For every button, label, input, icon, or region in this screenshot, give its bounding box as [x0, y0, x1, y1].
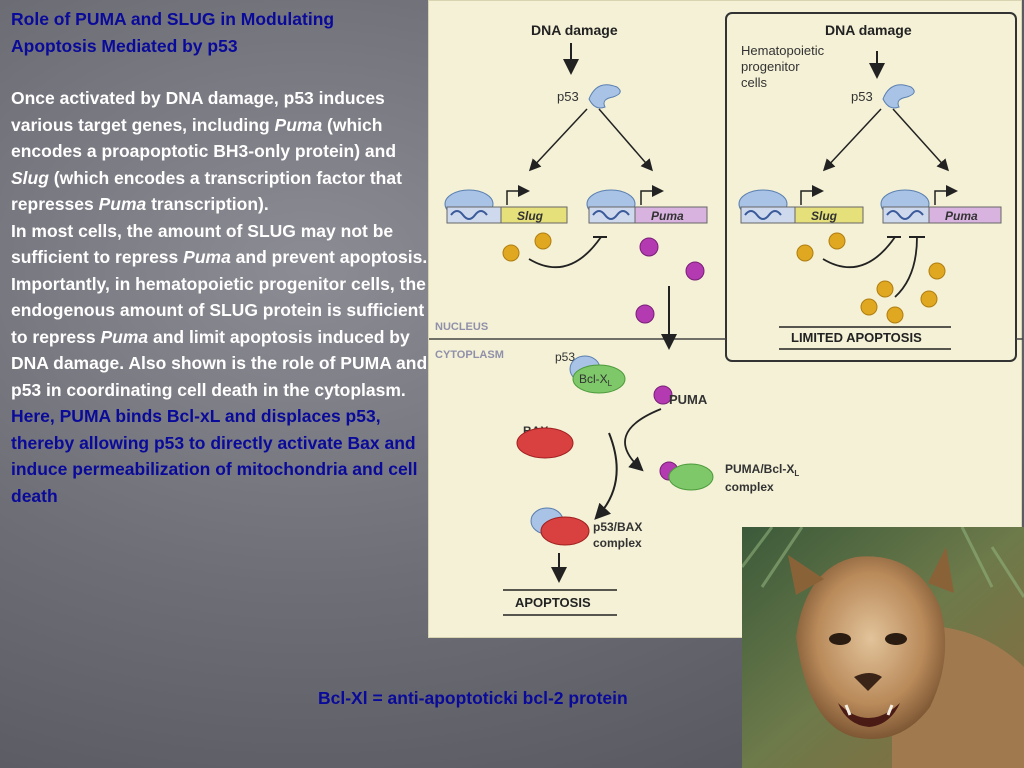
hpc-label-3: cells — [741, 75, 768, 90]
cytoplasm-label: CYTOPLASM — [435, 349, 504, 361]
paragraph-3: Here, PUMA binds Bcl-xL and displaces p5… — [11, 406, 418, 506]
puma-bclx-label-2: complex — [725, 480, 774, 494]
bax-protein — [516, 427, 574, 459]
left-puma-gene: Puma — [586, 185, 708, 224]
right-puma-label: Puma — [945, 209, 978, 223]
left-dna-damage: DNA damage — [531, 22, 618, 38]
puma-label: PUMA — [669, 392, 708, 407]
hpc-label-2: progenitor — [741, 59, 800, 74]
puma-bclx-label: PUMA/Bcl-XL — [725, 462, 799, 478]
left-slug-gene: Slug — [444, 185, 568, 224]
paragraph-2: In most cells, the amount of SLUG may no… — [11, 218, 436, 404]
slide-title: Role of PUMA and SLUG in Modulating Apop… — [11, 6, 436, 59]
para2-puma2: Puma — [100, 326, 149, 347]
right-p53-label: p53 — [851, 89, 873, 104]
para1-puma2: Puma — [98, 194, 147, 214]
bclx-protein — [572, 364, 626, 394]
right-puma-gene: Puma — [880, 185, 1002, 224]
right-slug-gene: Slug — [738, 185, 864, 224]
para1-text-d: transcription). — [146, 194, 269, 214]
right-p53-protein — [882, 84, 915, 109]
cougar-photo — [742, 527, 1024, 768]
para1-puma: Puma — [274, 114, 323, 135]
limited-apoptosis-label: LIMITED APOPTOSIS — [791, 330, 922, 345]
para2-text-a: In most cells, the amount of SLUG may no… — [11, 220, 394, 268]
pathway-diagram: DNA damage p53 Slug Puma — [429, 12, 1023, 616]
p53bax-label-2: complex — [593, 536, 642, 550]
title-line-1: Role of PUMA and SLUG in Modulating — [11, 9, 335, 29]
paragraph-1: Once activated by DNA damage, p53 induce… — [11, 85, 436, 218]
left-p53-label: p53 — [557, 89, 579, 104]
diagram-panel: DNA damage p53 Slug Puma — [428, 0, 1023, 638]
para1-text-c: (which encodes a transcription factor th… — [11, 167, 402, 215]
caption: Bcl-Xl = anti-apoptoticki bcl-2 protein — [318, 688, 628, 708]
title-line-2: Apoptosis Mediated by p53 — [11, 35, 238, 56]
right-slug-label: Slug — [811, 209, 838, 223]
para1-text-a: Once activated by DNA damage, p53 induce… — [11, 88, 385, 135]
puma-bclx-complex — [668, 463, 714, 491]
para1-slug: Slug — [11, 167, 49, 188]
nucleus-label: NUCLEUS — [435, 321, 488, 333]
hpc-label-1: Hematopoietic — [741, 43, 825, 58]
para2-text-c: and limit apoptosis induced by DNA damag… — [11, 326, 428, 400]
para1-text-b: (which encodes a proapoptotic BH3-only p… — [11, 114, 397, 162]
right-dna-damage: DNA damage — [825, 22, 912, 38]
slide-text: Role of PUMA and SLUG in Modulating Apop… — [11, 6, 436, 509]
cyto-p53-label: p53 — [555, 350, 575, 364]
left-slug-label: Slug — [517, 209, 544, 223]
bclx-label: Bcl-XL — [579, 372, 613, 388]
hpc-box — [725, 12, 1017, 362]
para2-text-b: and prevent apoptosis. Importantly, in h… — [11, 247, 428, 347]
left-p53-protein — [588, 84, 621, 109]
left-puma-label: Puma — [651, 209, 684, 223]
apoptosis-label: APOPTOSIS — [515, 595, 591, 610]
p53bax-bax — [540, 516, 590, 546]
p53bax-label: p53/BAX — [593, 520, 642, 534]
para2-puma: Puma — [183, 247, 231, 267]
